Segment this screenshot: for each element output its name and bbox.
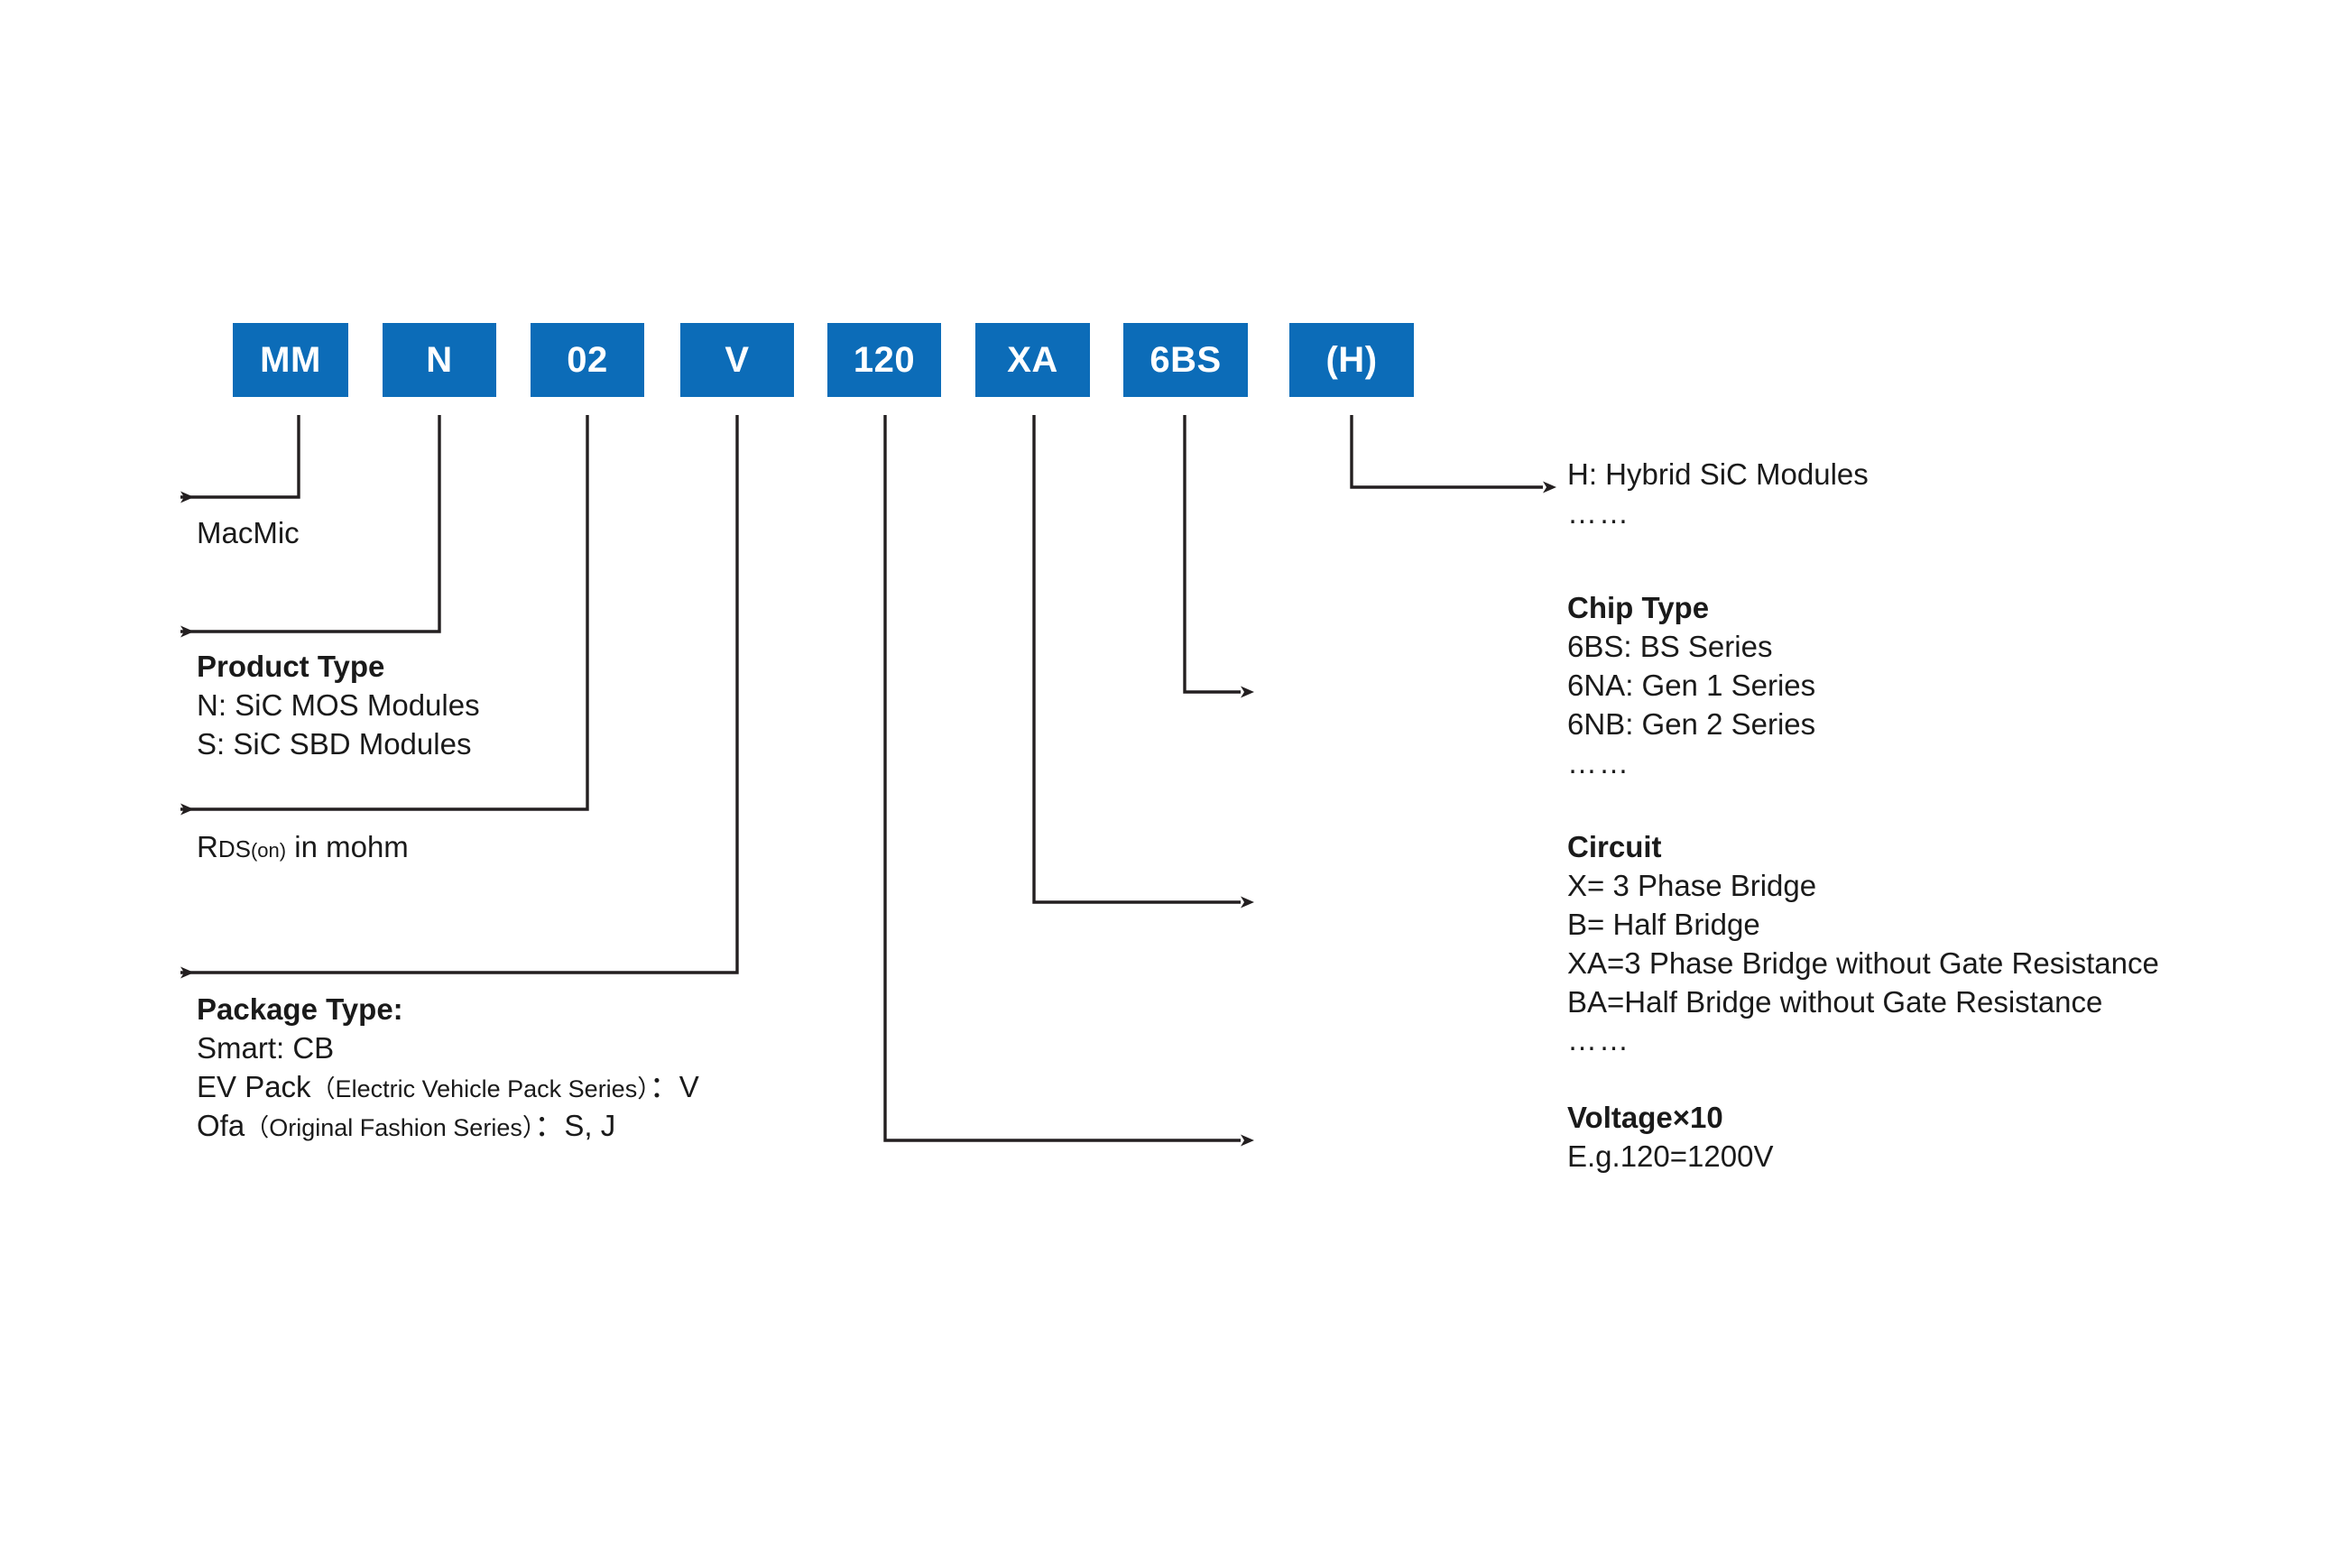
chip-type-heading: Chip Type [1567,591,1710,624]
annotation-product-type: Product Type N: SiC MOS Modules S: SiC S… [197,648,480,764]
chip-type-line-2: 6NA: Gen 1 Series [1567,668,1816,702]
circuit-line-4: BA=Half Bridge without Gate Resistance [1567,984,2103,1019]
package-type-line-1: Smart: CB [197,1030,335,1065]
package-type-line-2-b: （Electric Vehicle Pack Series） [310,1075,650,1102]
rdson-r: R [197,830,218,863]
rdson-tail: in mohm [286,830,409,863]
voltage-line-1: E.g.120=1200V [1567,1139,1774,1173]
code-box-mm[interactable]: MM [233,323,348,397]
package-type-heading: Package Type: [197,992,403,1026]
code-box-v-label: V [725,339,750,380]
code-box-6bs-label: 6BS [1149,339,1222,380]
package-type-line-2-a: EV Pack [197,1069,311,1103]
rdson-on: (on) [250,839,287,862]
chip-type-line-1: 6BS: BS Series [1567,629,1773,663]
annotation-rdson: RDS(on) in mohm [197,828,409,867]
product-type-line-1: N: SiC MOS Modules [197,687,480,722]
chip-type-ellipsis: …… [1567,745,1630,779]
annotation-voltage: Voltage×10 E.g.120=1200V [1567,1099,1773,1176]
rdson-ds: DS [217,835,251,862]
code-box-h[interactable]: (H) [1289,323,1414,397]
code-box-xa[interactable]: XA [975,323,1090,397]
macmic-label: MacMic [197,516,300,549]
annotation-package-type: Package Type: Smart: CB EV Pack（Electric… [197,991,699,1146]
code-box-mm-label: MM [260,339,321,380]
code-box-n-label: N [426,339,453,380]
annotation-hybrid: H: Hybrid SiC Modules …… [1567,456,1869,533]
code-box-02-label: 02 [567,339,608,380]
leader-6bs [1183,415,1254,698]
leader-120 [883,415,1254,1147]
leader-h-stub [1241,415,1352,487]
annotation-chip-type: Chip Type 6BS: BS Series 6NA: Gen 1 Seri… [1567,589,1815,782]
package-type-line-3: Ofa（Original Fashion Series）：S, J [197,1107,699,1146]
hybrid-line-1: H: Hybrid SiC Modules [1567,457,1869,491]
code-box-120[interactable]: 120 [827,323,941,397]
circuit-heading: Circuit [1567,830,1662,863]
code-box-02[interactable]: 02 [531,323,644,397]
code-box-120-label: 120 [853,339,916,380]
hybrid-ellipsis: …… [1567,495,1630,530]
code-box-6bs[interactable]: 6BS [1123,323,1248,397]
package-type-line-3-a: Ofa [197,1108,245,1142]
package-type-line-2: EV Pack（Electric Vehicle Pack Series）：V [197,1068,699,1107]
leader-mm [180,415,300,503]
package-type-line-3-c: ：S, J [534,1108,616,1142]
annotation-macmic: MacMic [197,514,300,553]
circuit-ellipsis: …… [1567,1023,1630,1057]
code-box-n[interactable]: N [383,323,496,397]
code-box-v[interactable]: V [680,323,794,397]
voltage-heading: Voltage×10 [1567,1101,1723,1134]
rdson-label: RDS(on) in mohm [197,828,409,867]
chip-type-line-3: 6NB: Gen 2 Series [1567,706,1816,741]
circuit-line-3: XA=3 Phase Bridge without Gate Resistanc… [1567,945,2159,980]
product-type-heading: Product Type [197,650,385,683]
leader-xa [1032,415,1254,909]
product-type-line-2: S: SiC SBD Modules [197,726,472,761]
circuit-line-2: B= Half Bridge [1567,907,1760,941]
package-type-line-3-b: （Original Fashion Series） [245,1113,535,1141]
leader-h [1350,415,1556,493]
code-box-xa-label: XA [1007,339,1058,380]
circuit-line-1: X= 3 Phase Bridge [1567,868,1817,902]
annotation-circuit: Circuit X= 3 Phase Bridge B= Half Bridge… [1567,828,2159,1060]
package-type-line-2-c: ：V [649,1069,699,1103]
code-box-h-label: (H) [1325,339,1378,380]
